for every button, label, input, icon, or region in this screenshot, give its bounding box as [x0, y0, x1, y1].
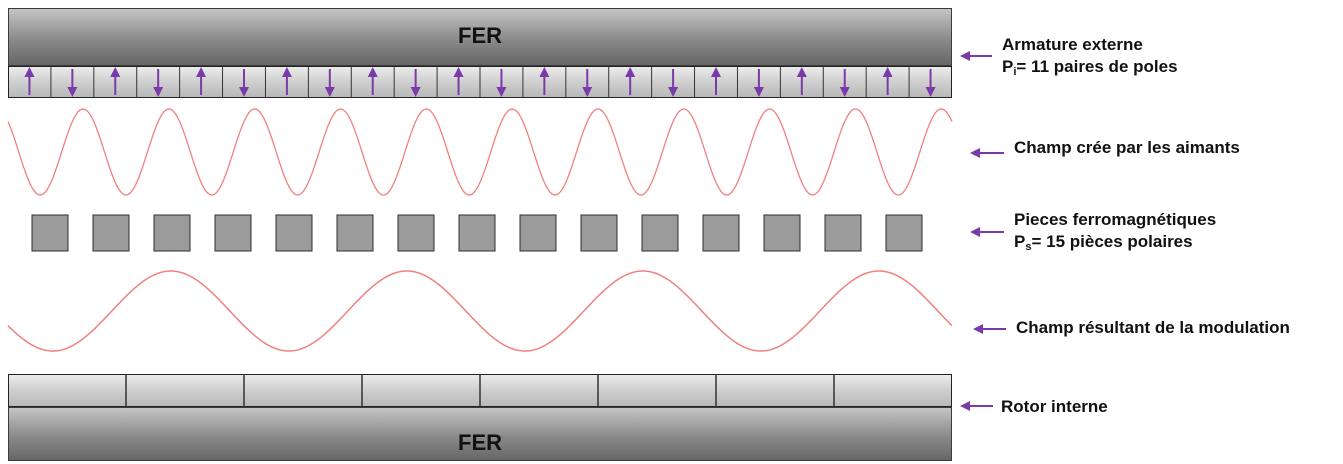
pole-piece: [885, 214, 923, 252]
pole-pieces: [31, 214, 923, 252]
inner-rotor-title: Rotor interne: [1001, 397, 1108, 416]
outer-iron-yoke: FER: [8, 8, 952, 66]
outer-iron-label: FER: [458, 23, 502, 48]
pole-piece: [824, 214, 862, 252]
inner-rotor-label: Rotor interne: [1001, 396, 1108, 418]
external-armature-title: Armature externe: [1002, 35, 1143, 54]
inner-iron-yoke: FER: [8, 407, 952, 461]
pole-piece: [702, 214, 740, 252]
modulated-field-title: Champ résultant de la modulation: [1016, 318, 1290, 337]
pole-piece: [275, 214, 313, 252]
ferromagnetic-pieces-count: Ps= 15 pièces polaires: [1014, 232, 1193, 253]
pole-piece: [763, 214, 801, 252]
pole-piece: [641, 214, 679, 252]
pole-piece: [580, 214, 618, 252]
modulated-field-wave: [7, 270, 953, 352]
ferromagnetic-pieces-title: Pieces ferromagnétiques: [1014, 210, 1217, 229]
pole-piece: [31, 214, 69, 252]
external-armature-label: Armature externe Pi= 11 paires de poles: [1002, 34, 1178, 83]
pole-piece: [519, 214, 557, 252]
pole-piece: [458, 214, 496, 252]
magnet-arrows: [24, 67, 936, 97]
magnet-dividers: [50, 66, 910, 98]
inner-iron-label: FER: [458, 430, 502, 455]
pole-piece: [214, 214, 252, 252]
magnet-field-label: Champ crée par les aimants: [1014, 137, 1240, 159]
magnet-field-title: Champ crée par les aimants: [1014, 138, 1240, 157]
ferromagnetic-pieces-label: Pieces ferromagnétiques Ps= 15 pièces po…: [1014, 209, 1216, 258]
rotor-dividers: [125, 374, 835, 407]
modulated-field-label: Champ résultant de la modulation: [1016, 317, 1290, 339]
external-armature-poles: Pi= 11 paires de poles: [1002, 57, 1178, 78]
magnet-field-wave: [7, 108, 953, 196]
pole-piece: [336, 214, 374, 252]
pole-piece: [92, 214, 130, 252]
pole-piece: [397, 214, 435, 252]
label-arrows: [960, 51, 1006, 411]
pole-piece: [153, 214, 191, 252]
